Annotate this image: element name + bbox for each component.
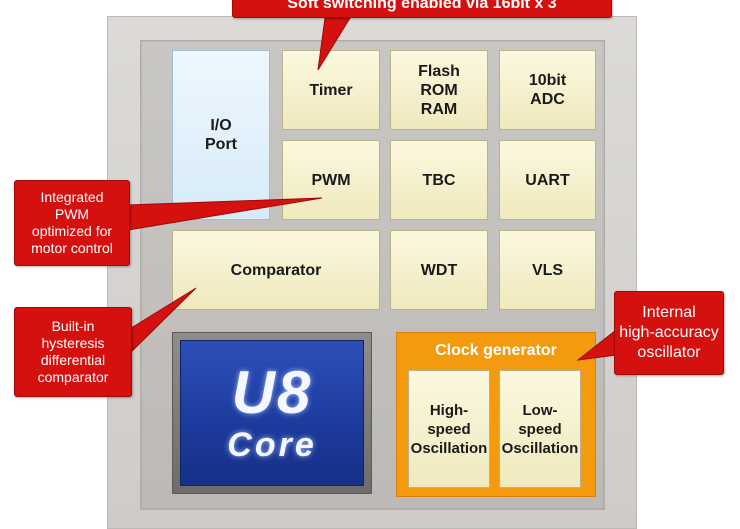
clock-generator-title: Clock generator	[435, 342, 557, 359]
u8-core-block: U8 Core	[180, 340, 364, 486]
pwm-callout: Integrated PWM optimized for motor contr…	[14, 180, 130, 266]
uart-block: UART	[499, 140, 596, 220]
soft-switching-callout: Soft switching enabled via 16bit x 3	[232, 0, 612, 18]
pwm-block: PWM	[282, 140, 380, 220]
high-speed-oscillation-block: High- speed Oscillation	[408, 370, 490, 488]
core-logo-text: U8	[231, 359, 313, 426]
wdt-block: WDT	[390, 230, 488, 310]
flash-rom-ram-block: Flash ROM RAM	[390, 50, 488, 130]
adc-block: 10bit ADC	[499, 50, 596, 130]
low-speed-oscillation-block: Low- speed Oscillation	[499, 370, 581, 488]
comparator-callout: Built-in hysteresis differential compara…	[14, 307, 132, 397]
io-port-block: I/O Port	[172, 50, 270, 220]
vls-block: VLS	[499, 230, 596, 310]
comparator-block: Comparator	[172, 230, 380, 310]
timer-block: Timer	[282, 50, 380, 130]
core-label: Core	[227, 426, 317, 464]
tbc-block: TBC	[390, 140, 488, 220]
oscillator-callout: Internal high-accuracy oscillator	[614, 291, 724, 375]
